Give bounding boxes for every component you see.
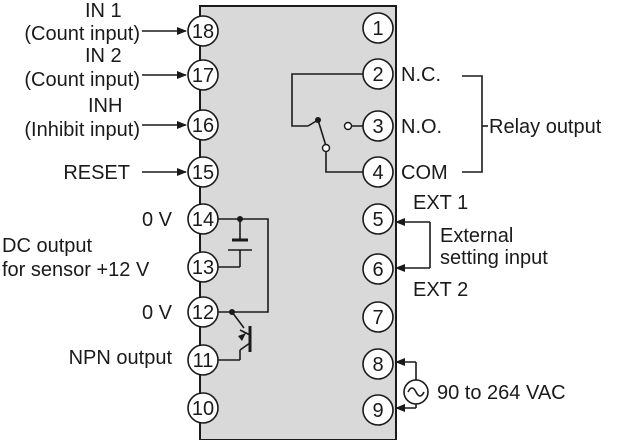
dc-supply-circuit	[218, 216, 269, 313]
svg-text:10: 10	[192, 398, 214, 420]
label-external: External	[440, 225, 513, 247]
pin-8: 8	[362, 348, 394, 380]
label-inhibit-input: (Inhibit input)	[24, 119, 140, 141]
svg-text:9: 9	[372, 400, 383, 422]
svg-text:4: 4	[372, 162, 383, 184]
svg-text:8: 8	[372, 354, 383, 376]
label-ext2: EXT 2	[413, 279, 468, 301]
svg-text:15: 15	[192, 162, 214, 184]
svg-text:5: 5	[372, 209, 383, 231]
external-setting-bracket	[395, 218, 431, 272]
svg-text:14: 14	[192, 209, 214, 231]
label-com: COM	[401, 162, 448, 184]
svg-text:1: 1	[372, 18, 383, 40]
svg-text:3: 3	[372, 116, 383, 138]
svg-text:17: 17	[192, 65, 214, 87]
svg-text:18: 18	[192, 21, 214, 43]
pin-3: 3	[362, 110, 394, 142]
pin-6: 6	[362, 253, 394, 285]
label-count-input-2: (Count input)	[24, 69, 140, 91]
pin-11: 11	[187, 344, 219, 376]
pin-14: 14	[187, 203, 219, 235]
svg-text:6: 6	[372, 259, 383, 281]
pin-17: 17	[187, 59, 219, 91]
label-inh: INH	[88, 95, 122, 117]
pin-18: 18	[187, 15, 219, 47]
label-0v-14: 0 V	[142, 209, 173, 231]
label-setting-input: setting input	[440, 247, 548, 269]
pin-2: 2	[362, 58, 394, 90]
pin-1: 1	[362, 12, 394, 44]
label-in1: IN 1	[85, 0, 122, 22]
pin-4: 4	[362, 156, 394, 188]
label-in2: IN 2	[85, 45, 122, 67]
pin-10: 10	[187, 392, 219, 424]
label-0v-12: 0 V	[142, 302, 173, 324]
pin-12: 12	[187, 296, 219, 328]
label-sensor-12v: for sensor +12 V	[2, 259, 150, 281]
label-no: N.O.	[401, 116, 442, 138]
label-vac: 90 to 264 VAC	[437, 382, 566, 404]
label-dc-output: DC output	[2, 235, 92, 257]
svg-text:11: 11	[193, 350, 214, 372]
relay-bracket	[462, 75, 488, 173]
svg-text:16: 16	[192, 115, 214, 137]
label-reset: RESET	[63, 162, 130, 184]
pin-13: 13	[187, 251, 219, 283]
pin-7: 7	[362, 301, 394, 333]
pin-5: 5	[362, 203, 394, 235]
label-nc: N.C.	[401, 64, 441, 86]
pin-16: 16	[187, 109, 219, 141]
label-count-input-1: (Count input)	[24, 23, 140, 45]
svg-text:13: 13	[192, 257, 214, 279]
pin-9: 9	[362, 394, 394, 426]
svg-text:7: 7	[372, 307, 383, 329]
svg-text:2: 2	[372, 64, 383, 86]
label-relay-output: Relay output	[489, 116, 602, 138]
label-npn-output: NPN output	[69, 347, 173, 369]
label-ext1: EXT 1	[413, 192, 468, 214]
ac-supply-circuit	[395, 358, 429, 412]
svg-text:12: 12	[192, 302, 214, 324]
npn-transistor	[218, 309, 252, 361]
pin-15: 15	[187, 156, 219, 188]
